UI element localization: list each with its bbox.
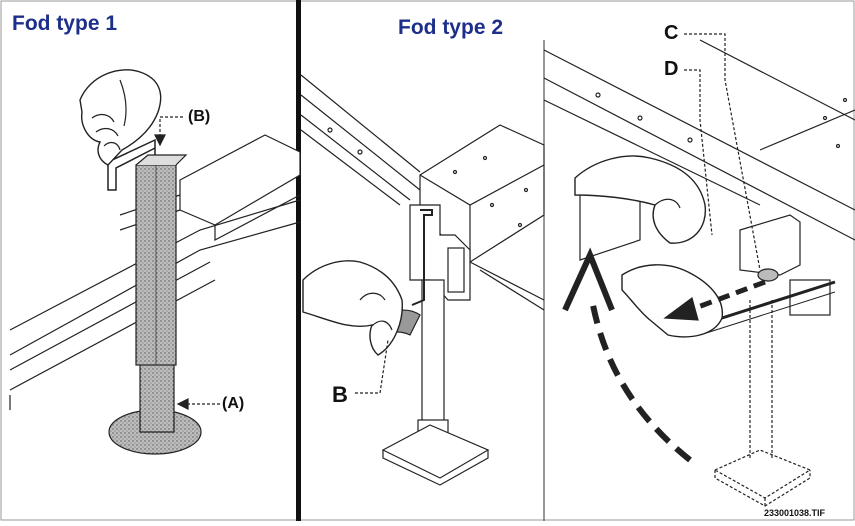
label-b-left: (B) [188,108,211,125]
middle-panel-drawing [300,74,545,486]
label-a-left: (A) [222,395,245,412]
panel-title-fod-type-2: Fod type 2 [398,16,504,39]
label-c: C [664,22,679,44]
panel-title-fod-type-1: Fod type 1 [12,12,118,35]
label-d: D [664,58,679,80]
left-panel-drawing [9,69,301,455]
panel-divider [296,0,301,521]
right-panel-drawing [543,33,855,507]
figure-code: 233001038.TIF [764,508,826,518]
label-b-middle: B [332,382,348,407]
